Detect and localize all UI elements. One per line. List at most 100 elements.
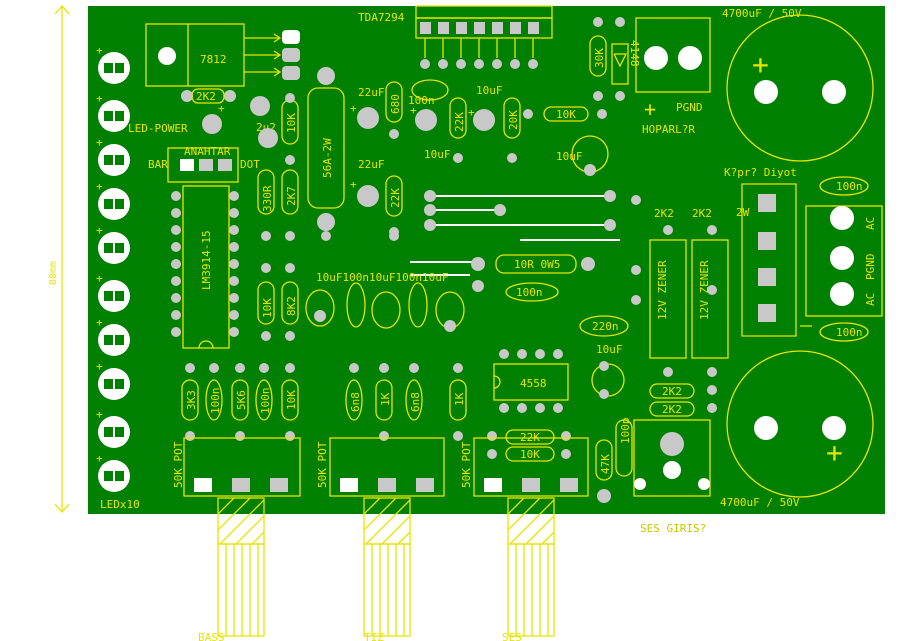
svg-text:+: + [468,106,475,119]
svg-text:+: + [218,102,225,115]
svg-text:BAR: BAR [148,158,168,171]
svg-text:+: + [96,408,103,421]
svg-text:+: + [96,316,103,329]
svg-text:PGND: PGND [864,254,877,281]
svg-text:AC: AC [864,293,877,306]
svg-text:100n: 100n [259,388,272,415]
svg-text:SES GIRIS?: SES GIRIS? [640,522,706,535]
svg-text:2K2: 2K2 [692,207,712,220]
svg-text:22uF: 22uF [358,158,385,171]
parts-tda-area: 100n + 10uF 22K 10uF + 20K 10K 10uF [408,79,609,176]
svg-text:ANAHTAR: ANAHTAR [184,145,231,158]
svg-text:1K: 1K [453,392,466,406]
tone-parts: 3K3 100n 5K6 100n 10K 6n8 1K 6n8 1K 22K … [181,363,571,462]
svg-text:TIZ: TIZ [364,631,384,641]
svg-text:20K: 20K [507,110,520,130]
svg-text:6n8: 6n8 [349,392,362,412]
svg-text:50K POT: 50K POT [316,441,329,488]
svg-text:2K2: 2K2 [662,403,682,416]
svg-text:+: + [350,102,357,115]
svg-text:10uF: 10uF [424,148,451,161]
pot-tiz: 50K POT TIZ [316,437,445,641]
svg-text:7812: 7812 [200,53,227,66]
svg-text:100n: 100n [836,180,863,193]
svg-text:12V ZENER: 12V ZENER [656,260,669,320]
switch-anahtar: ANAHTAR BAR DOT [148,145,260,183]
svg-text:680: 680 [389,94,402,114]
misc-pads [321,190,717,305]
svg-text:3K3: 3K3 [185,390,198,410]
pcb-board [88,6,885,514]
svg-text:PGND: PGND [676,101,703,114]
zener-diodes: 2K2 2K2 12V ZENER 12V ZENER 2K2 2K2 [631,195,729,417]
svg-text:+: + [350,178,357,191]
svg-text:HOPARL?R: HOPARL?R [642,123,695,136]
svg-text:10uF100n10uF100n10uF: 10uF100n10uF100n10uF [316,271,448,284]
svg-text:220n: 220n [592,320,619,333]
caps-22uf: 22uF + 22uF + 680 22K [350,81,403,237]
svg-text:DOT: DOT [240,158,260,171]
capacitor-4700uf-top: 4700uF / 50V + [722,7,874,162]
svg-text:10K: 10K [261,298,274,318]
traces [410,195,620,276]
svg-text:50K POT: 50K POT [172,441,185,488]
svg-text:47K: 47K [599,454,612,474]
svg-text:4148: 4148 [628,40,641,67]
svg-text:1K: 1K [379,392,392,406]
terminal-ac: AC PGND AC [805,205,883,317]
ic-lm3914: LM3914-15 [171,185,239,349]
svg-text:100n: 100n [408,94,435,107]
jack-ses-giris: SES GIRIS? [633,419,711,535]
svg-text:4700uF / 50V: 4700uF / 50V [720,496,800,509]
svg-text:+: + [96,180,103,193]
svg-text:50K POT: 50K POT [460,441,473,488]
svg-text:+: + [96,452,103,465]
regulator-7812: 7812 [145,23,300,87]
svg-text:2K2: 2K2 [662,385,682,398]
caps-row: 10uF100n10uF100n10uF [305,271,484,332]
svg-text:+: + [96,224,103,237]
svg-text:30K: 30K [593,48,606,68]
svg-text:22uF: 22uF [358,86,385,99]
svg-text:+: + [826,436,843,469]
svg-text:4558: 4558 [520,377,547,390]
svg-text:10K: 10K [556,108,576,121]
dimension-line: 80mm [48,5,70,513]
parts-top-diode: 30K 4148 [589,17,641,101]
svg-text:10K: 10K [520,448,540,461]
bridge-rectifier: K?pr? Diyot 2W 100n 100n [724,166,869,342]
pot-bass: 50K POT BASS [172,437,301,641]
svg-text:+: + [752,48,769,81]
svg-text:10uF: 10uF [556,150,583,163]
svg-text:+: + [410,104,417,117]
svg-text:100n: 100n [209,388,222,415]
svg-text:100n: 100n [836,326,863,339]
svg-text:BASS: BASS [198,631,225,641]
svg-text:100n: 100n [516,286,543,299]
svg-text:AC: AC [864,217,877,230]
svg-text:330R: 330R [261,185,274,212]
svg-text:SES: SES [502,631,522,641]
terminal-hoparlor: + PGND HOPARL?R [635,17,711,136]
ic-4558: 4558 [493,349,569,413]
svg-text:TDA7294: TDA7294 [358,11,405,24]
capacitor-4700uf-bottom: + 4700uF / 50V [720,350,874,509]
resistor-10r: 10R 0W5 100n [471,254,595,302]
svg-text:56A-2W: 56A-2W [321,138,334,178]
led-column: + + + + + + + + + + LEDx10 [96,44,140,511]
dimension-label: 80mm [48,261,59,285]
svg-text:+: + [96,92,103,105]
ic-tda7294: TDA7294 [358,5,553,69]
svg-text:+: + [644,97,656,121]
svg-text:+: + [96,360,103,373]
svg-text:8K2: 8K2 [285,296,298,316]
svg-text:22K: 22K [389,188,402,208]
parts-mid-right: 220n 10uF 47K 100p [579,315,633,503]
label-led-power: LED-POWER [128,122,188,135]
svg-text:10R 0W5: 10R 0W5 [514,258,560,271]
svg-text:2W: 2W [736,206,750,219]
svg-text:2K2: 2K2 [196,90,216,103]
svg-text:10uF: 10uF [476,84,503,97]
pot-ses: 50K POT SES [460,437,589,641]
svg-text:LM3914-15: LM3914-15 [200,230,213,290]
